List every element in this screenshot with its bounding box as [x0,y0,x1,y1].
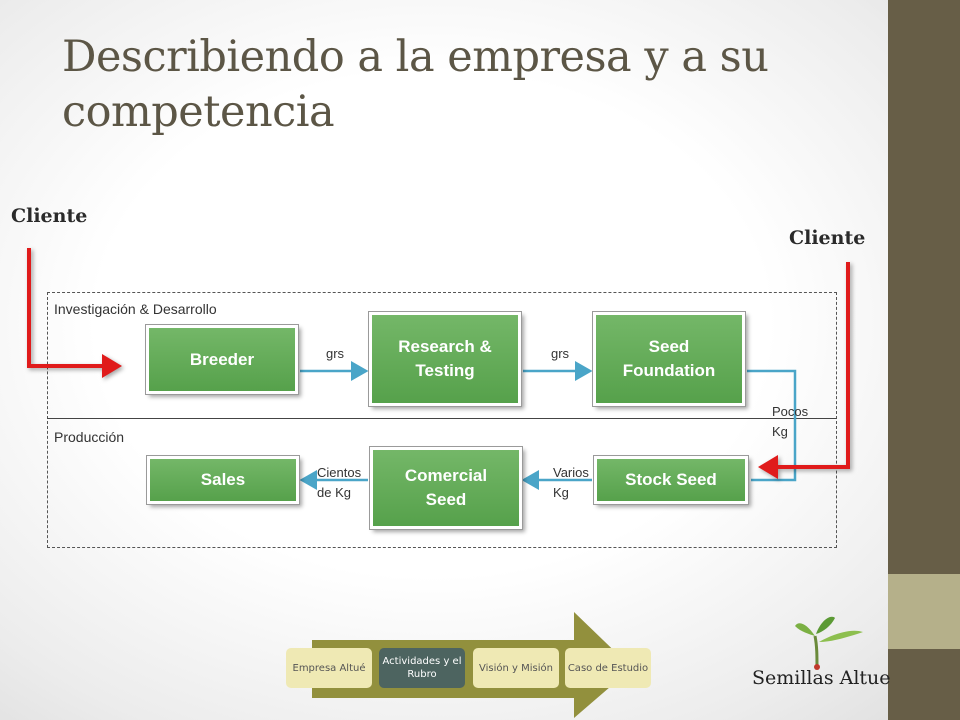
box-research-testing: Research & Testing [369,312,521,406]
client-arrow-right [758,262,850,479]
box-breeder: Breeder [146,325,298,394]
client-arrow-left [27,248,122,378]
sidebar-band-accent [888,574,960,649]
flow-label-breeder-research: grs [326,346,345,361]
flow-label-research-foundation: grs [551,346,570,361]
region-label-production: Producción [54,429,125,445]
nav-item-actividades-rubro[interactable]: Actividades y el Rubro [379,648,465,688]
sidebar-decoration [888,0,960,720]
box-seed-foundation: Seed Foundation [593,312,745,406]
box-comercial-seed: Comercial Seed [370,447,522,529]
box-stock-seed: Stock Seed [594,456,748,504]
slide-title: Describiendo a la empresa y a su compete… [62,32,769,137]
nav-item-caso-estudio[interactable]: Caso de Estudio [565,648,651,688]
nav-item-vision-mision[interactable]: Visión y Misión [473,648,559,688]
flow-label-foundation-stock: Pocos Kg [772,404,809,439]
flow-label-comercial-sales: Cientos de Kg [317,465,362,500]
sidebar-band-bottom [888,649,960,720]
process-region [47,292,837,548]
nav-item-empresa-altue[interactable]: Empresa Altué [286,648,372,688]
region-label-rd: Investigación & Desarrollo [54,301,217,317]
connector-foundation-stock [747,369,797,482]
flow-label-stock-comercial: Varios Kg [553,465,589,500]
client-label-right: Cliente [789,227,866,249]
region-divider [47,418,837,419]
client-label-left: Cliente [11,205,88,227]
company-logo-text: Semillas Altue [752,667,891,689]
box-sales: Sales [147,456,299,504]
sprout-logo-icon [795,616,863,670]
sidebar-band-top [888,0,960,574]
